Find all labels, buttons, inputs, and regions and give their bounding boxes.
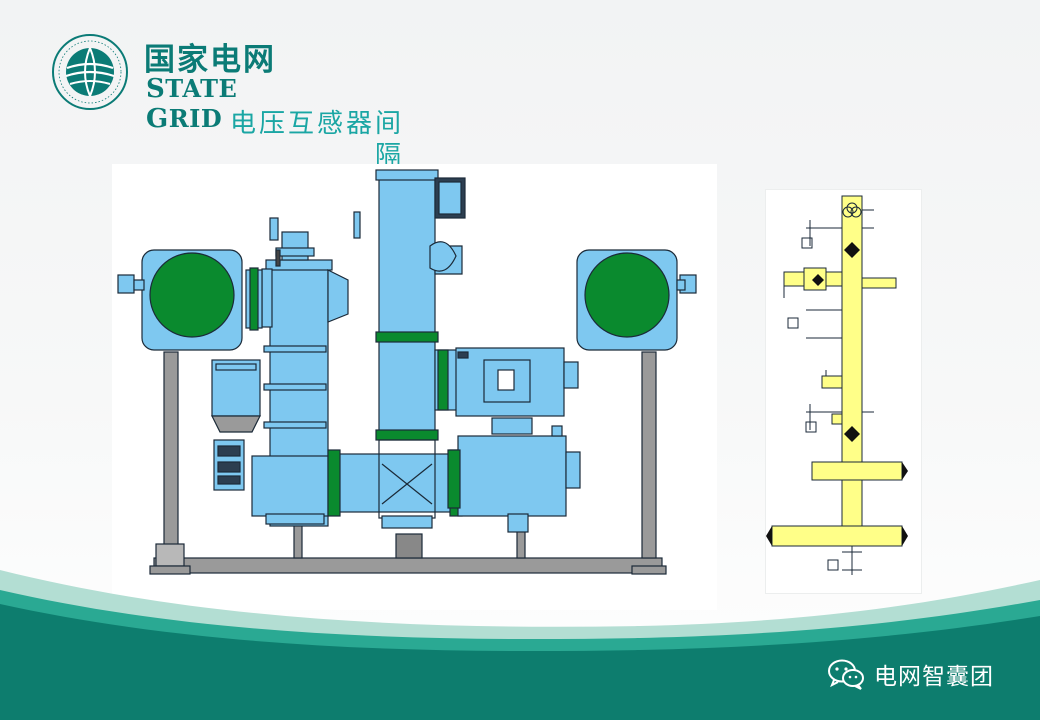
right-support-column [641, 351, 657, 559]
footer-brand-text: 电网智囊团 [874, 664, 994, 690]
middle-branch [861, 277, 897, 289]
single-line-diagram [766, 190, 921, 593]
horizontal-tee-tank [337, 453, 454, 513]
logo-chinese-text: 国家电网 [144, 42, 276, 78]
bottom-wave-decoration [0, 570, 1040, 720]
slide-title: 电压互感器间 隔 [208, 108, 404, 172]
logo-english-text: STATE GRID [146, 74, 238, 134]
state-grid-logo: 国家电网 STATE GRID [50, 30, 290, 134]
gis-equipment-drawing [112, 164, 717, 610]
single-line-svg [766, 195, 908, 575]
right-green-disc [584, 252, 670, 338]
slide-title-line1: 电压互感器间 [229, 109, 404, 139]
left-green-disc [149, 252, 235, 338]
right-lower-mechanism-box [457, 435, 567, 517]
wechat-icon [828, 659, 864, 690]
gis-drawing-svg [117, 169, 697, 575]
state-grid-emblem-icon [52, 34, 128, 110]
left-support-column [163, 351, 179, 559]
lower-horizontal-busbar [811, 461, 903, 481]
footer-brand: 电网智囊团 [826, 656, 994, 692]
central-vertical-tank [378, 173, 436, 435]
